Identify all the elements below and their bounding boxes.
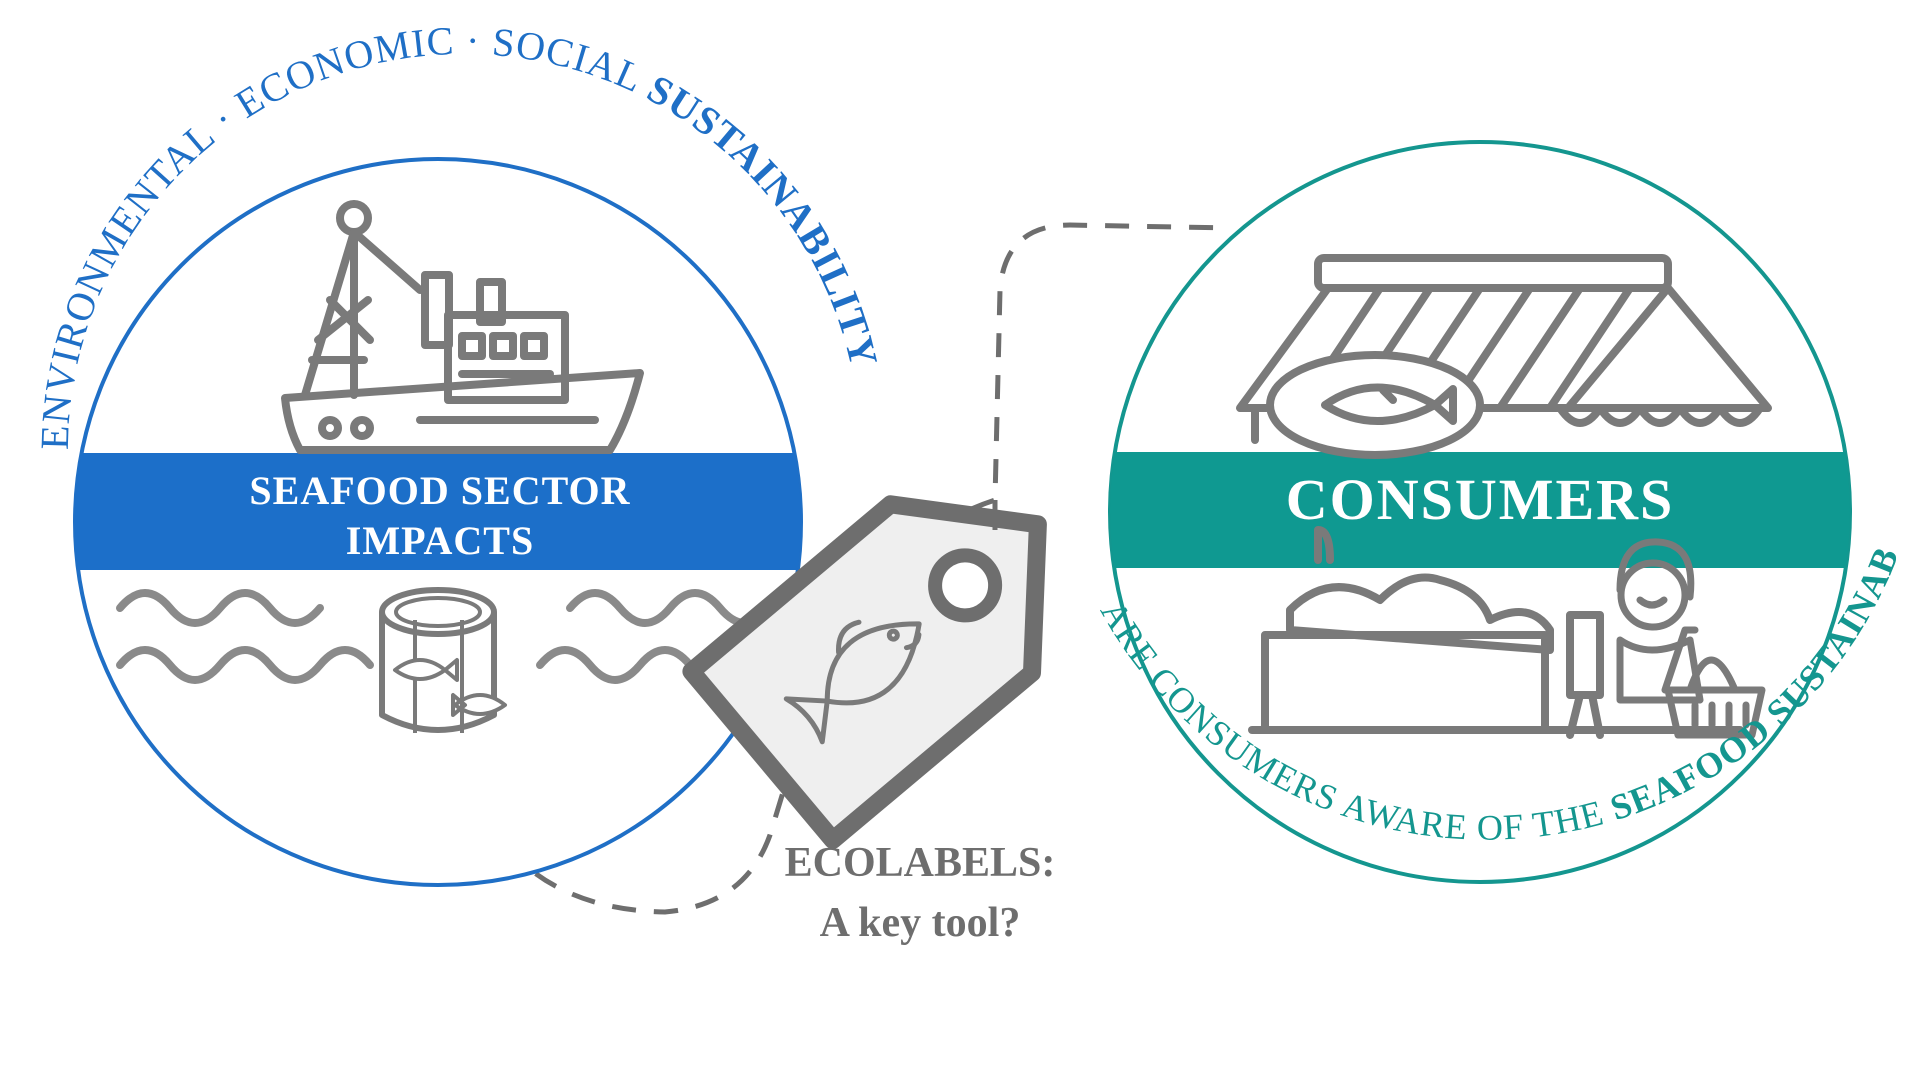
ecolabels-caption: ECOLABELS: A key tool?	[740, 833, 1100, 953]
right-arc-end: ?	[0, 0, 8, 8]
seafood-sector-label: SEAFOOD SECTOR IMPACTS	[80, 466, 800, 566]
consumers-label: CONSUMERS	[1285, 467, 1675, 532]
consumers-band	[1110, 452, 1850, 568]
ecolabels-line2: A key tool?	[819, 900, 1021, 946]
tag-fish-icon	[783, 619, 922, 745]
dashed-connector	[503, 222, 1231, 915]
seafood-sector-line2: IMPACTS	[345, 518, 535, 563]
seafood-sector-line1: SEAFOOD SECTOR	[249, 468, 631, 513]
market-stall-icon	[1236, 254, 1772, 739]
fish-price-tag-icon	[682, 495, 1047, 849]
fishing-boat-icon	[281, 200, 644, 454]
fish-farm-cage-icon	[379, 587, 507, 733]
shopper-with-basket-icon	[1616, 538, 1766, 739]
ecolabels-line1: ECOLABELS:	[784, 840, 1056, 886]
seafood-sector-band	[75, 453, 801, 570]
